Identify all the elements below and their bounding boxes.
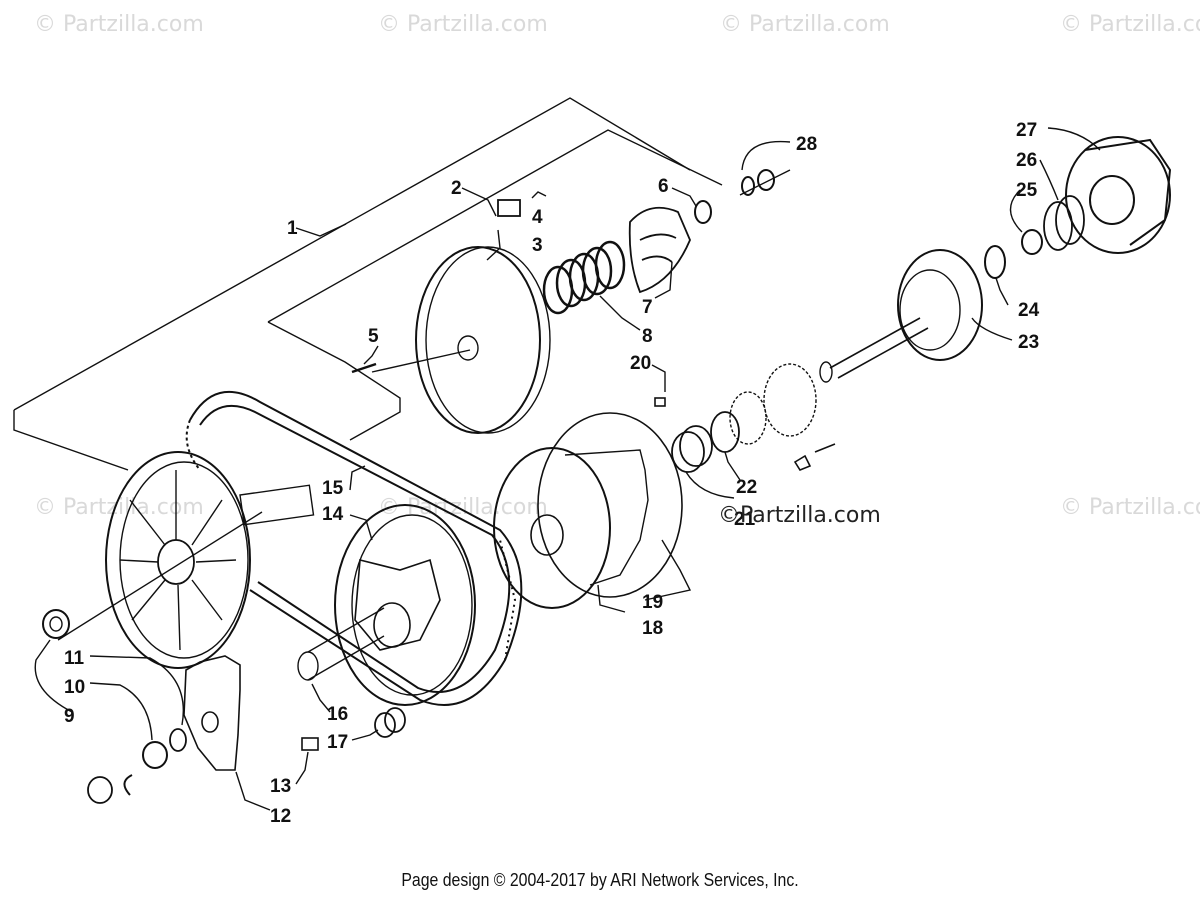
bearing-outer — [729, 363, 817, 445]
spider-cam — [628, 206, 691, 294]
nut-9 — [42, 609, 70, 639]
callout-10: 10 — [64, 677, 85, 698]
bracket-2 — [267, 129, 723, 323]
ring-28b — [757, 169, 775, 191]
watermark-top-4: © Partzilla.com — [1060, 12, 1200, 37]
ring-24 — [984, 245, 1006, 279]
bearing-17 — [374, 707, 406, 738]
callout-7: 7 — [642, 297, 653, 318]
bracket-2-inner — [267, 321, 401, 441]
ring-28a — [741, 176, 755, 196]
callout-18: 18 — [642, 618, 663, 639]
callout-20: 20 — [630, 353, 651, 374]
callout-5: 5 — [368, 326, 379, 347]
callout-1: 1 — [287, 218, 298, 239]
screw-20 — [654, 397, 666, 407]
button-13 — [301, 737, 319, 751]
callout-26: 26 — [1016, 150, 1037, 171]
callout-23: 23 — [1018, 332, 1039, 353]
center-watermark: ©Partzilla.com — [718, 503, 881, 528]
callout-14: 14 — [322, 504, 344, 525]
callout-15: 15 — [322, 478, 344, 499]
gear-housing-27 — [1065, 136, 1172, 254]
output-shaft — [819, 249, 983, 383]
nut-25 — [1021, 229, 1043, 255]
callout-27: 27 — [1016, 120, 1037, 141]
callout-6: 6 — [658, 176, 669, 197]
callout-24: 24 — [1018, 300, 1040, 321]
cam-12 — [183, 655, 241, 771]
callout-21: 21 — [734, 509, 756, 530]
callout-25: 25 — [1016, 180, 1038, 201]
washer-11 — [169, 728, 187, 752]
footer-copyright: Page design © 2004-2017 by ARI Network S… — [401, 870, 799, 890]
bracket-1 — [13, 97, 691, 411]
driven-clutch — [334, 504, 476, 706]
callout-2: 2 — [451, 178, 462, 199]
secondary-clutch — [493, 412, 683, 609]
callout-13: 13 — [270, 776, 291, 797]
callout-3: 3 — [532, 235, 543, 256]
callout-22: 22 — [736, 477, 757, 498]
bearing-21 — [671, 425, 713, 473]
callout-11: 11 — [64, 648, 85, 669]
callout-8: 8 — [642, 326, 653, 347]
callout-9: 9 — [64, 706, 75, 727]
callout-17: 17 — [327, 732, 348, 753]
ring — [123, 774, 133, 796]
callout-28: 28 — [796, 134, 817, 155]
ring-22 — [710, 411, 740, 453]
watermark-mid-4: © Partzilla.com — [1060, 495, 1200, 520]
callout-16: 16 — [327, 704, 348, 725]
bushing-10 — [142, 741, 168, 769]
callout-19: 19 — [642, 592, 663, 613]
one-way-bearing-26 — [1043, 195, 1085, 251]
fixed-sheave — [105, 451, 315, 669]
movable-sheave — [415, 246, 551, 434]
pin-5 — [351, 362, 377, 374]
callout-12: 12 — [270, 806, 291, 827]
spring — [542, 240, 626, 315]
drive-belt — [185, 390, 523, 706]
watermark-top-2: © Partzilla.com — [378, 12, 548, 37]
bolt — [793, 443, 836, 471]
callout-4: 4 — [532, 207, 543, 228]
nut-bottom — [87, 776, 113, 804]
watermark-top-1: © Partzilla.com — [34, 12, 204, 37]
bracket-1-left — [13, 410, 129, 471]
weight-3 — [497, 199, 521, 217]
shaft-16 — [297, 607, 385, 681]
snap-ring-6 — [694, 200, 712, 224]
watermark-top-3: © Partzilla.com — [720, 12, 890, 37]
